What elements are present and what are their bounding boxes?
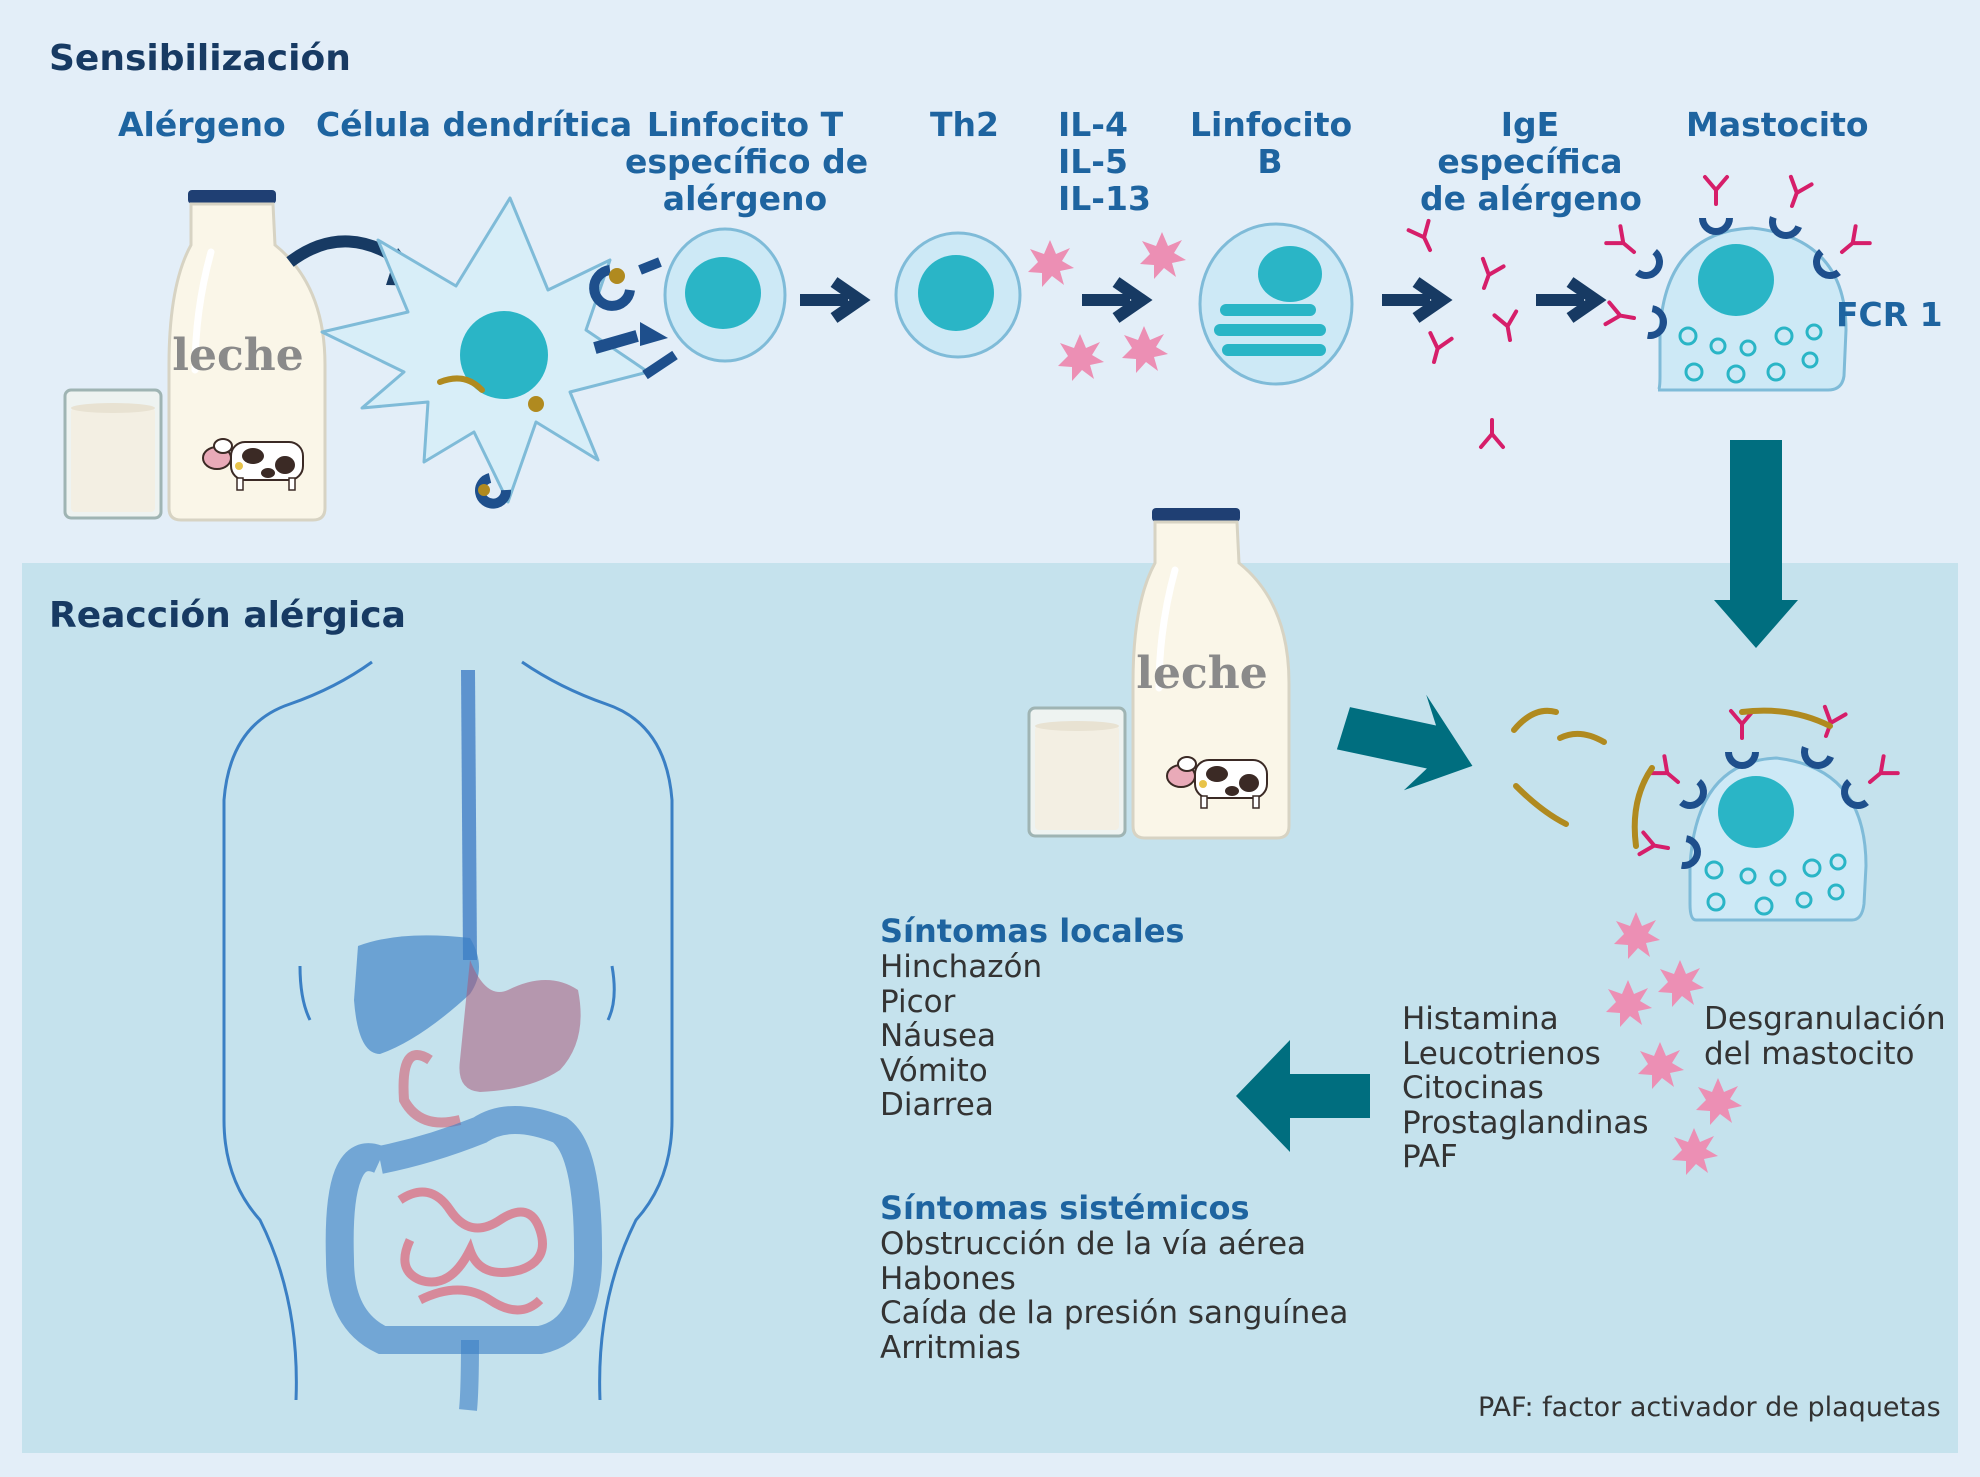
list-item: Citocinas xyxy=(1402,1070,1544,1107)
dendritic-nucleus xyxy=(460,311,548,399)
list-item: Arritmias xyxy=(880,1329,1021,1366)
mastocyte-nucleus xyxy=(1718,776,1794,848)
interleukin-icon xyxy=(1058,334,1104,381)
list-item: Náusea xyxy=(880,1018,997,1055)
list-item: Histamina xyxy=(1402,1001,1559,1037)
t-cell-nucleus xyxy=(685,257,761,329)
systemic-symptoms-title: Síntomas sistémicos xyxy=(880,1189,1250,1227)
ige-antibody-icon xyxy=(1471,256,1506,294)
label-allergen: Alérgeno xyxy=(118,105,286,144)
ige-antibody-icon xyxy=(1479,418,1505,449)
label-mastocyte: Mastocito xyxy=(1686,105,1869,144)
list-item: Leucotrienos xyxy=(1402,1035,1601,1072)
sensitization-title: Sensibilización xyxy=(49,38,351,79)
local-symptoms-title: Síntomas locales xyxy=(880,912,1185,950)
mediators-list: Histamina Leucotrienos Citocinas Prostag… xyxy=(1402,1002,1649,1175)
allergen-fragment xyxy=(437,375,485,393)
list-item: Caída de la presión sanguínea xyxy=(880,1295,1349,1332)
label-dendritic-cell: Célula dendrítica xyxy=(316,105,633,144)
ige-antibody-icon xyxy=(1406,218,1442,257)
interleukin-icon xyxy=(1028,240,1074,287)
th2-nucleus xyxy=(918,255,994,331)
list-item: Hinchazón xyxy=(880,949,1043,985)
systemic-symptoms: Síntomas sistémicos Obstrucción de la ví… xyxy=(880,1191,1348,1365)
footnote: PAF: factor activador de plaquetas xyxy=(1478,1392,1941,1423)
interleukin-icon xyxy=(1140,232,1186,279)
list-item: Habones xyxy=(880,1260,1016,1297)
local-symptoms: Síntomas locales Hinchazón Picor Náusea … xyxy=(880,914,1184,1123)
milk-bottle-label: leche xyxy=(172,330,303,381)
ige-antibody-icon xyxy=(1421,331,1454,367)
list-item: Diarrea xyxy=(880,1087,994,1124)
list-item: Prostaglandinas xyxy=(1402,1104,1649,1141)
label-fcr1: FCR 1 xyxy=(1836,295,1943,334)
milk-bottle-label: leche xyxy=(1136,648,1267,699)
b-cell-nucleus xyxy=(1258,246,1322,302)
reaction-title: Reacción alérgica xyxy=(49,595,406,636)
degranulation-label: Desgranulación del mastocito xyxy=(1704,1001,1946,1072)
body-digestive-illustration xyxy=(222,660,674,1411)
list-item: Obstrucción de la vía aérea xyxy=(880,1226,1307,1262)
label-th2: Th2 xyxy=(930,105,999,144)
list-item: Picor xyxy=(880,983,956,1020)
mastocyte-nucleus xyxy=(1698,244,1774,316)
ige-antibody-icon xyxy=(1492,309,1523,344)
list-item: Vómito xyxy=(880,1052,988,1089)
list-item: PAF xyxy=(1402,1139,1458,1176)
interleukin-icon xyxy=(1122,326,1168,373)
